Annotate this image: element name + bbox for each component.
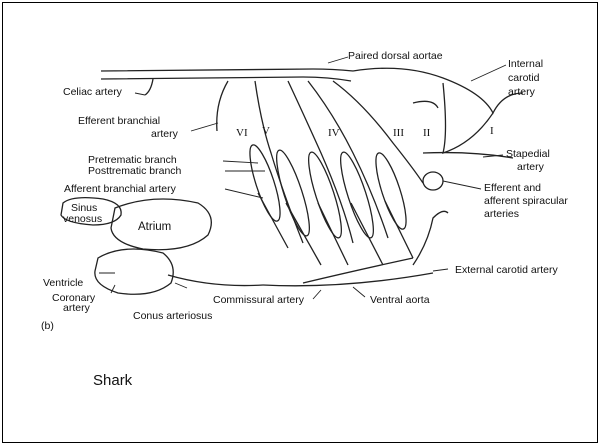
gill-1: [244, 142, 286, 224]
slide: Paired dorsal aortae Internal carotid ar…: [2, 2, 598, 443]
label-ventricle: Ventricle: [43, 278, 83, 289]
label-celiac-artery: Celiac artery: [63, 87, 122, 98]
label-efferent-spiracular-2: afferent spiracular: [484, 196, 568, 207]
label-efferent-branchial-1: Efferent branchial: [78, 116, 160, 127]
label-internal-carotid-1: Internal: [508, 59, 543, 70]
carotid-loop: [443, 83, 493, 153]
arch-label-v: V: [262, 125, 270, 137]
label-internal-carotid-2: carotid: [508, 73, 540, 84]
external-carotid: [413, 211, 448, 265]
vessel-upper-branch: [413, 101, 438, 108]
label-commissural: Commissural artery: [213, 295, 304, 306]
label-paired-dorsal-aortae: Paired dorsal aortae: [348, 51, 443, 62]
leader-lines: [99, 57, 506, 299]
label-stapedial-1: Stapedial: [506, 149, 550, 160]
conus-arteriosus: [168, 275, 263, 286]
label-atrium: Atrium: [138, 222, 171, 233]
dorsal-aorta-lower: [101, 77, 351, 81]
label-conus: Conus arteriosus: [133, 311, 212, 322]
label-sinus-venosus-2: venosus: [63, 214, 102, 225]
label-efferent-spiracular-1: Efferent and: [484, 183, 541, 194]
label-coronary-2: artery: [63, 303, 90, 314]
arch-label-vi: VI: [236, 127, 248, 139]
spiracular-bulb: [423, 172, 443, 190]
gill-5: [370, 150, 412, 232]
afferent-1: [258, 193, 288, 248]
arch-label-iv: IV: [328, 127, 340, 139]
label-stapedial-2: artery: [517, 162, 544, 173]
arch-label-iii: III: [393, 127, 404, 139]
label-external-carotid: External carotid artery: [455, 265, 558, 276]
label-efferent-spiracular-3: arteries: [484, 209, 519, 220]
label-afferent-branchial: Afferent branchial artery: [64, 184, 176, 195]
panel-label-b: (b): [41, 321, 54, 332]
ventral-aorta: [263, 273, 433, 286]
afferent-2: [286, 203, 321, 265]
label-ventral-aorta: Ventral aorta: [370, 295, 430, 306]
internal-carotid: [353, 68, 523, 113]
efferent-arch-vi: [217, 81, 228, 131]
celiac-artery: [145, 79, 153, 95]
afferent-5: [385, 201, 413, 258]
dorsal-aorta-upper: [101, 69, 353, 71]
ventricle-shape: [95, 249, 173, 294]
efferent-arch-ii: [333, 81, 423, 183]
label-internal-carotid-3: artery: [508, 87, 535, 98]
arch-label-ii: II: [423, 127, 430, 139]
label-efferent-branchial-2: artery: [151, 129, 178, 140]
caption-shark: Shark: [93, 372, 132, 389]
arch-label-i: I: [490, 125, 494, 137]
label-posttrematic: Posttrematic branch: [88, 166, 181, 177]
